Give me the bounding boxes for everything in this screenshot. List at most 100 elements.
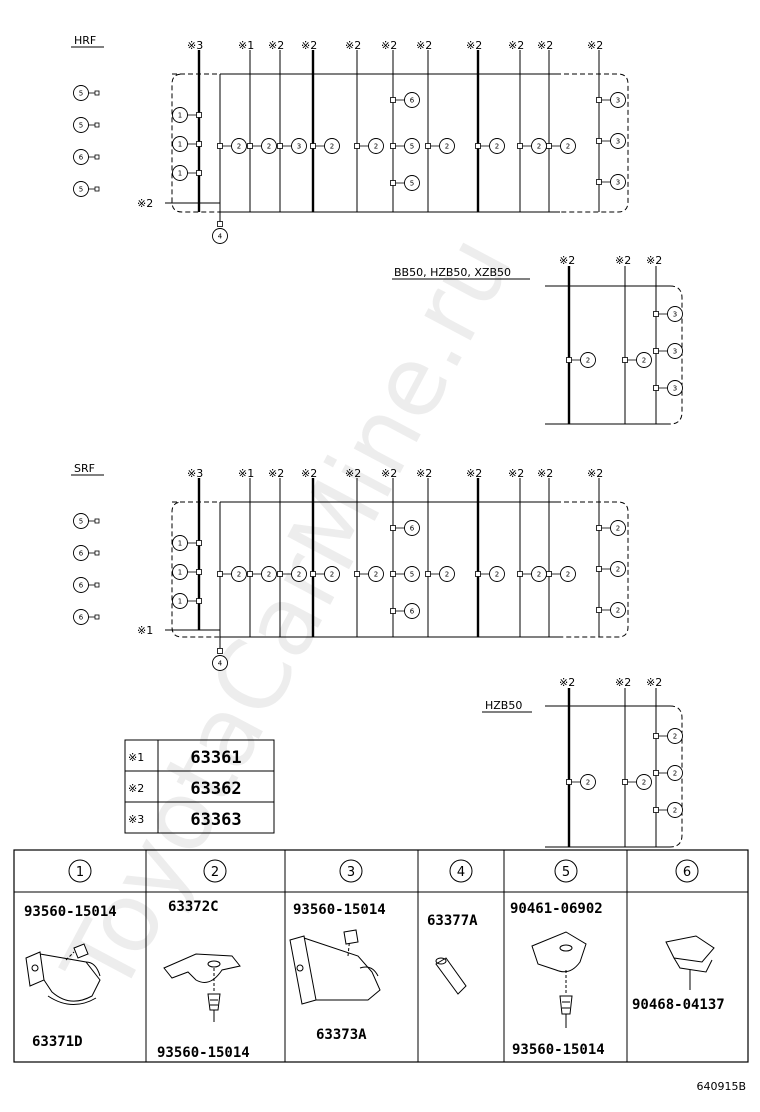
srf_rows-legend-item-label: 5	[79, 518, 83, 526]
srf_rows-legend-item-clip	[94, 582, 100, 588]
part-5-clamp-drawing	[531, 931, 587, 1028]
part-1-bracket-drawing	[25, 943, 101, 1005]
hrf_rows-legend-item-clip	[94, 154, 100, 160]
srf_rows-mid-callout-clip	[546, 571, 552, 577]
sub1-col-mark: ※2	[646, 254, 662, 267]
hrf_rows-mid-callout-clip	[217, 143, 223, 149]
hrf_rows-mid-callout-circle	[439, 138, 455, 154]
sub2-mid-callout-circle	[580, 774, 596, 790]
hrf_rows-col-mark: ※2	[466, 39, 482, 52]
sub2-right-callout-clip	[653, 770, 659, 776]
ref-part-2: 63362	[190, 779, 241, 799]
ref-part-1: 63361	[190, 748, 241, 768]
figure-id: 640915B	[696, 1080, 746, 1093]
part-4-top-number: 63377A	[427, 913, 478, 929]
hrf_rows-legend-item-label: 5	[79, 186, 83, 194]
hrf_rows-col-mark: ※2	[268, 39, 284, 52]
hrf_rows-mid-callout-circle	[231, 138, 247, 154]
hrf_rows-left-callout-clip	[196, 170, 202, 176]
srf_rows-mid-callout-label: 2	[267, 571, 271, 579]
hrf_rows-col-mark: ※2	[587, 39, 603, 52]
ref-mark-3: ※3	[128, 813, 144, 826]
srf_rows-mid-callout-clip	[425, 571, 431, 577]
srf_rows-col-mark: ※2	[345, 467, 361, 480]
hrf_rows-mid-callout-clip	[475, 143, 481, 149]
hrf_rows-below-callout-label: 4	[218, 233, 223, 241]
srf_rows-right-callout-label: 2	[616, 566, 620, 574]
hrf_rows-mid-callout-circle	[560, 138, 576, 154]
part-2-bottom-number: 93560-15014	[157, 1045, 250, 1061]
hrf_rows-right-callout-circle	[610, 92, 626, 108]
srf_rows-mid-callout-clip	[277, 571, 283, 577]
hrf_rows-left-callout-clip	[196, 141, 202, 147]
srf_rows-mid-callout-label: 2	[495, 571, 499, 579]
part-4-plug-drawing	[435, 957, 467, 995]
hrf_rows-below-callout-circle	[212, 228, 228, 244]
hrf_rows-mid-callout-label: 2	[445, 143, 449, 151]
srf-label: SRF	[74, 462, 95, 475]
hrf-diagram: HRF	[71, 34, 629, 224]
srf_rows-left-callout-circle	[172, 593, 188, 609]
srf_rows-upper-callout-circle	[404, 520, 420, 536]
sub1-col-mark: ※2	[559, 254, 575, 267]
srf_rows-lower-callout-label: 6	[410, 608, 415, 616]
hrf_rows-mid-callout-circle	[291, 138, 307, 154]
sub2-right-callout-circle	[667, 802, 683, 818]
sub2-mid-callout-circle	[636, 774, 652, 790]
sub2-right-callout-circle	[667, 765, 683, 781]
part-5-bottom-number: 93560-15014	[512, 1042, 605, 1058]
srf_rows-mid-callout-label: 2	[374, 571, 378, 579]
hrf_rows-mid-callout-circle	[489, 138, 505, 154]
hrf_rows-upper-callout-circle	[404, 92, 420, 108]
hrf_rows-right-callout-circle	[610, 174, 626, 190]
srf_rows-col-mark: ※1	[238, 467, 254, 480]
srf_rows-mid-callout-clip	[517, 571, 523, 577]
hrf_rows-mid-callout-clip	[277, 143, 283, 149]
hrf_rows-mid-callout-label: 2	[237, 143, 241, 151]
ref-part-3: 63363	[190, 810, 241, 830]
srf_rows-mid-callout-label: 2	[445, 571, 449, 579]
reference-table: ※1 63361 ※2 63362 ※3 63363	[124, 739, 275, 834]
part-6-clip-drawing	[665, 935, 715, 990]
part-1-num: 1	[76, 865, 84, 880]
srf_rows-right-callout-circle	[610, 520, 626, 536]
hrf_rows-right-callout-label: 3	[616, 179, 620, 187]
hrf_rows-legend-item-label: 5	[79, 90, 83, 98]
hzb50-label: HZB50	[485, 699, 522, 712]
hrf_rows-left-callout-circle	[172, 165, 188, 181]
sub2-mid-callout-label: 2	[586, 779, 590, 787]
srf_rows-left-callout-label: 1	[178, 540, 182, 548]
hrf_rows-mid-callout-clip	[310, 143, 316, 149]
srf_rows-col-mark: ※2	[587, 467, 603, 480]
hrf_rows-mid-callout-label: 3	[297, 143, 301, 151]
srf_rows-mid-callout-label: 2	[237, 571, 241, 579]
srf_rows-left-callout-clip	[196, 598, 202, 604]
srf_rows-mid-callout-circle	[261, 566, 277, 582]
hrf_rows-mid-callout-label: 2	[374, 143, 378, 151]
hrf_rows-left-callout-label: 1	[178, 112, 182, 120]
hrf-label: HRF	[74, 34, 96, 47]
srf_rows-mid-callout-circle	[324, 566, 340, 582]
sub1-right-callout-label: 3	[673, 348, 677, 356]
srf_rows-legend-item-label: 6	[79, 550, 84, 558]
part-2-num: 2	[211, 865, 219, 880]
parts-table: 1 2 3 4 5 6 93560-15014 63371D 63372C 93…	[13, 849, 749, 1093]
hrf_rows-mid-callout-label: 2	[537, 143, 541, 151]
srf_rows-right-callout-clip	[596, 566, 602, 572]
srf_rows-col-mark: ※2	[537, 467, 553, 480]
hzb50-diagram: HZB50	[482, 688, 683, 848]
srf_rows-mid-callout-circle	[291, 566, 307, 582]
sub1-mid-callout-circle	[580, 352, 596, 368]
part-6-bottom-number: 90468-04137	[632, 997, 725, 1013]
sub1-right-callout-clip	[653, 385, 659, 391]
hrf_rows-mid-callout-label: 2	[566, 143, 570, 151]
part-3-bracket-drawing	[289, 929, 381, 1005]
hrf_rows-col-mark: ※2	[301, 39, 317, 52]
srf_rows-col-mark: ※2	[508, 467, 524, 480]
hrf_rows-left-callout-clip	[196, 112, 202, 118]
hrf_rows-mid-callout-clip	[354, 143, 360, 149]
sub1-right-callout-label: 3	[673, 311, 677, 319]
srf_rows-left-callout-clip	[196, 569, 202, 575]
